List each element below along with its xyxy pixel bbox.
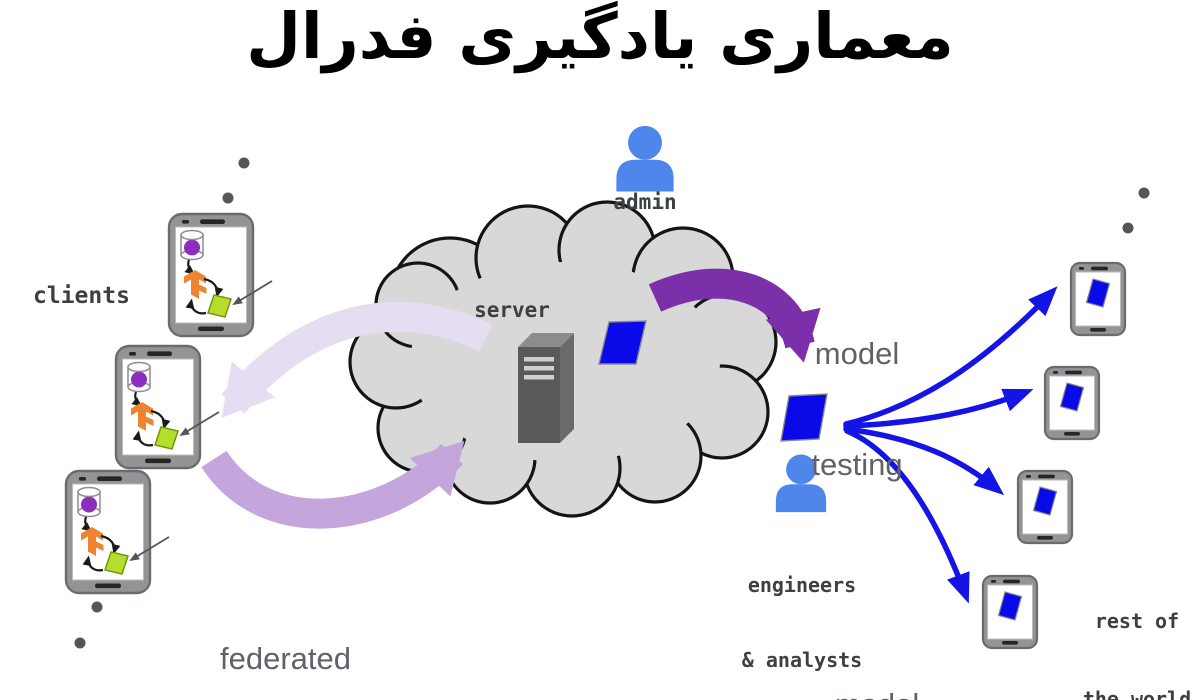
model-testing-line2: testing <box>811 447 903 482</box>
local-model-pointer-2 <box>179 411 220 437</box>
deployment-arrows <box>843 286 1058 604</box>
server-tower-icon <box>518 333 574 443</box>
model-testing-line1: model <box>814 336 900 371</box>
model-download-arrow <box>221 301 493 418</box>
engineers-label-line1: engineers <box>747 573 857 597</box>
engineers-label-line2: & analysts <box>741 648 863 672</box>
federated-learning-line1: federated <box>220 641 351 676</box>
clients-label: clients <box>33 283 130 309</box>
tested-model-parallelogram <box>780 393 828 442</box>
local-model-pointer-1 <box>232 280 273 306</box>
client-device-2 <box>116 346 200 468</box>
engineers-label: engineers & analysts <box>722 523 882 700</box>
admin-label: admin <box>613 190 677 214</box>
model-testing-label: model testing <box>792 261 922 557</box>
page-title: معماری یادگیری فدرال <box>246 0 954 73</box>
world-device-2 <box>1043 365 1101 441</box>
deploy-arrow-3 <box>843 426 1005 496</box>
client-device-1 <box>169 214 253 336</box>
world-device-3 <box>1016 469 1074 545</box>
local-model-pointer-3 <box>129 536 170 562</box>
update-upload-arrow <box>201 440 465 529</box>
rest-of-world-label: rest of the world <box>1077 556 1197 700</box>
server-label: server <box>474 298 550 322</box>
deploy-arrow-1 <box>843 286 1058 427</box>
world-device-4 <box>981 574 1039 650</box>
world-device-1 <box>1069 261 1127 337</box>
model-testing-arrow <box>648 268 821 363</box>
global-model-parallelogram <box>598 320 647 365</box>
federated-learning-label: federated learning <box>220 551 351 700</box>
rest-of-world-line2: the world <box>1082 687 1192 700</box>
deploy-arrow-2 <box>843 388 1034 429</box>
more-world-dots-icon <box>1122 187 1150 234</box>
client-device-3 <box>66 471 150 593</box>
model-deployment-label: model deployment <box>777 612 977 700</box>
rest-of-world-line1: rest of <box>1094 609 1180 633</box>
deploy-arrow-4 <box>844 428 970 604</box>
more-clients-dots-icon <box>74 157 250 649</box>
admin-person-icon <box>616 125 674 192</box>
model-deployment-line1: model <box>777 686 977 700</box>
